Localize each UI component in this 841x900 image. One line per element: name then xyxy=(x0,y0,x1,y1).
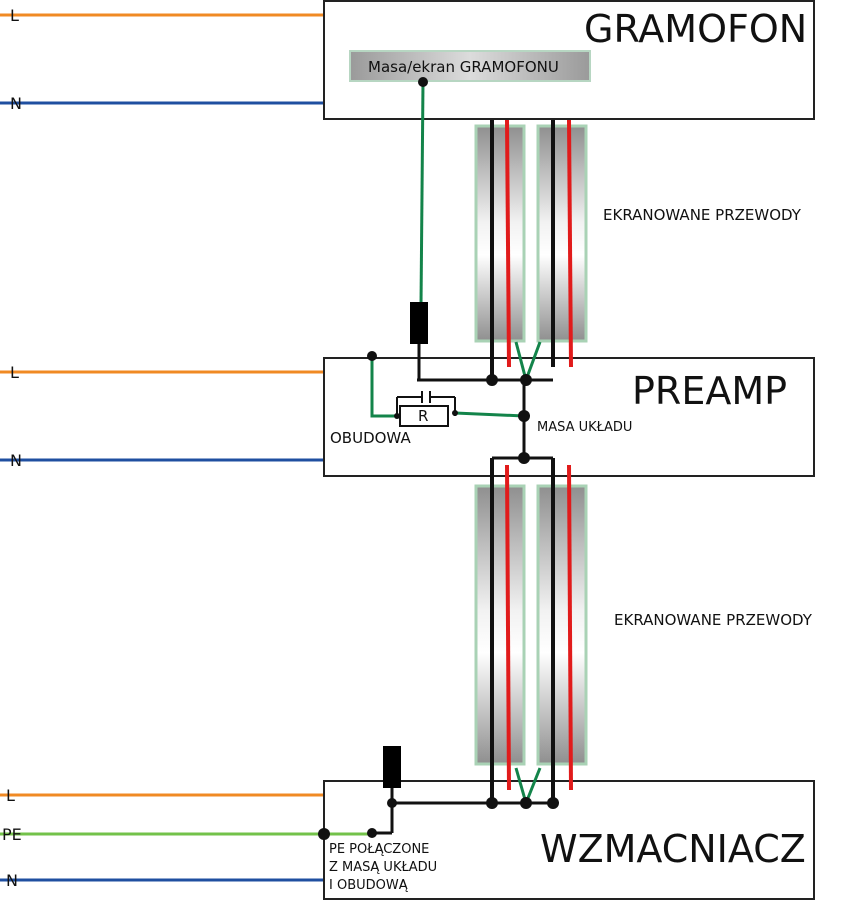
gramofon-l-label: L xyxy=(10,6,19,25)
preamp-n-label: N xyxy=(10,451,22,470)
wzmacniacz-box xyxy=(323,780,815,900)
cable-bottom-label: EKRANOWANE PRZEWODY xyxy=(614,611,813,629)
amp-pe-note-2: Z MASĄ UKŁADU xyxy=(329,860,437,875)
gramofon-ground-wire xyxy=(410,77,553,382)
amp-pe-label: PE xyxy=(2,825,22,844)
gramofon-n-label: N xyxy=(10,94,22,113)
preamp-grounding xyxy=(367,341,553,464)
preamp-resistor-label: R xyxy=(418,407,428,425)
gramofon-title: GRAMOFON xyxy=(584,7,807,51)
gramofon-ground-label-box xyxy=(349,50,591,82)
shielded-cable-top xyxy=(474,119,588,380)
amp-grounding xyxy=(318,746,559,840)
wzmacniacz-title: WZMACNIACZ xyxy=(540,827,806,871)
power-lines xyxy=(0,13,324,882)
shielded-cable-bottom xyxy=(474,458,588,805)
preamp-chassis-label: OBUDOWA xyxy=(330,429,411,447)
gramofon-ground-label: Masa/ekran GRAMOFONU xyxy=(368,58,559,76)
ferrite-clip-preamp xyxy=(410,302,428,344)
amp-n-label: N xyxy=(6,871,18,890)
cable-top-label: EKRANOWANE PRZEWODY xyxy=(603,206,802,224)
amp-l-label: L xyxy=(6,786,15,805)
ferrite-clip-amp xyxy=(383,746,401,788)
amp-pe-note-1: PE POŁĄCZONE xyxy=(329,842,429,857)
preamp-l-label: L xyxy=(10,363,19,382)
preamp-title: PREAMP xyxy=(632,369,787,413)
amp-pe-note-3: I OBUDOWĄ xyxy=(329,878,409,893)
preamp-ground-label: MASA UKŁADU xyxy=(537,420,632,435)
